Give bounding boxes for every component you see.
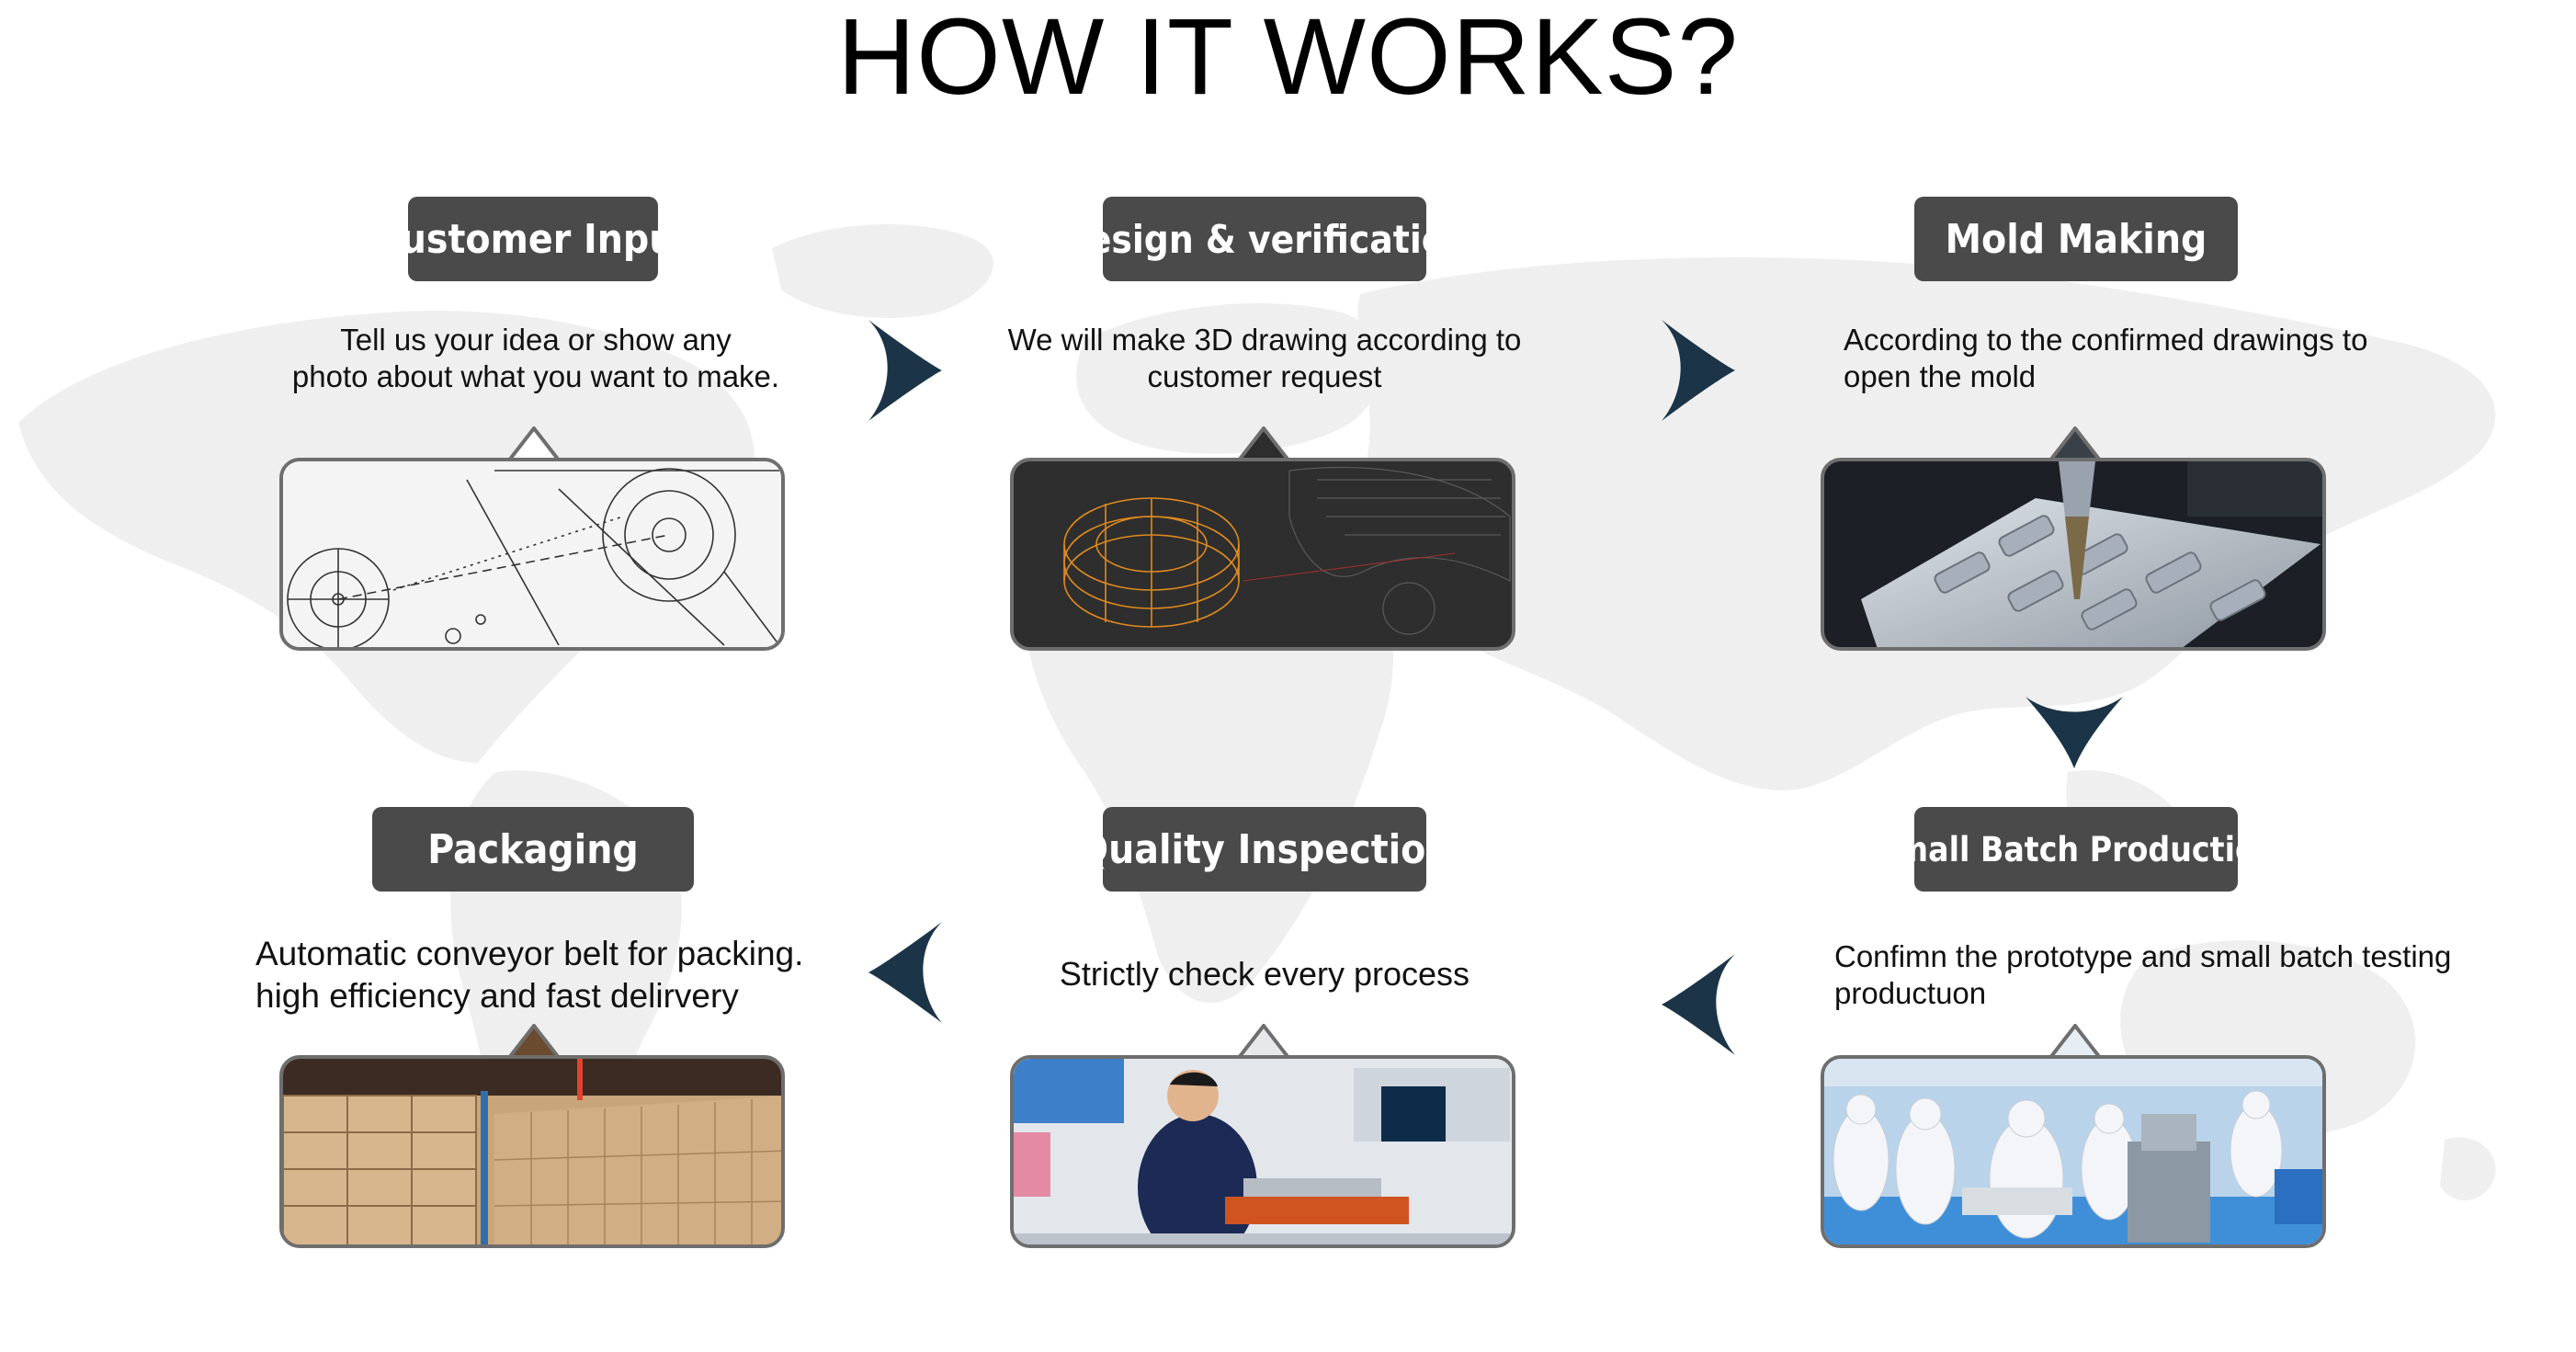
step-label-badge: Small Batch Production [1914, 807, 2238, 892]
3d-wireframe-image [1010, 458, 1515, 651]
chevron-left-icon [1662, 954, 1735, 1055]
description-line: productuon [1834, 975, 2560, 1012]
callout-pointer [2049, 426, 2101, 461]
description-line: Automatic conveyor belt for packing. [255, 933, 862, 975]
description-line: open the mold [1844, 358, 2542, 395]
callout-pointer [1238, 426, 1289, 461]
step-description: Automatic conveyor belt for packing. hig… [255, 933, 862, 1017]
technical-sketch-image [279, 458, 785, 651]
step-label-badge: Mold Making [1914, 197, 2238, 281]
chevron-left-icon [868, 922, 942, 1023]
description-line: Strictly check every process [965, 956, 1564, 993]
callout-pointer [508, 426, 560, 461]
step-label-badge: Design & verification [1103, 197, 1426, 281]
cnc-milling-image [1821, 458, 2326, 651]
callout-pointer [2049, 1024, 2101, 1059]
step-description: According to the confirmed drawings to o… [1844, 322, 2542, 395]
description-line: high efficiency and fast delirvery [255, 975, 862, 1017]
step-label-badge: Packaging [372, 807, 694, 892]
callout-pointer [508, 1024, 560, 1059]
description-line: We will make 3D drawing according to [965, 322, 1564, 358]
chevron-down-icon [2026, 697, 2123, 768]
description-line: According to the confirmed drawings to [1844, 322, 2542, 358]
warehouse-boxes-image [279, 1055, 785, 1248]
callout-pointer [1238, 1024, 1289, 1059]
chevron-right-icon [1662, 320, 1735, 421]
page-title: HOW IT WORKS? [0, 0, 2576, 114]
step-label-badge: Customer Input [408, 197, 658, 281]
step-label-badge: Quality Inspection [1103, 807, 1426, 892]
step-description: Tell us your idea or show any photo abou… [237, 322, 834, 395]
description-line: photo about what you want to make. [237, 358, 834, 395]
step-description: Confimn the prototype and small batch te… [1834, 938, 2560, 1012]
inspection-lab-image [1010, 1055, 1515, 1248]
description-line: Tell us your idea or show any [237, 322, 834, 358]
step-description: Strictly check every process [965, 956, 1564, 993]
clean-room-workers-image [1821, 1055, 2326, 1248]
description-line: customer request [965, 358, 1564, 395]
description-line: Confimn the prototype and small batch te… [1834, 938, 2560, 975]
chevron-right-icon [868, 320, 942, 421]
step-description: We will make 3D drawing according to cus… [965, 322, 1564, 395]
